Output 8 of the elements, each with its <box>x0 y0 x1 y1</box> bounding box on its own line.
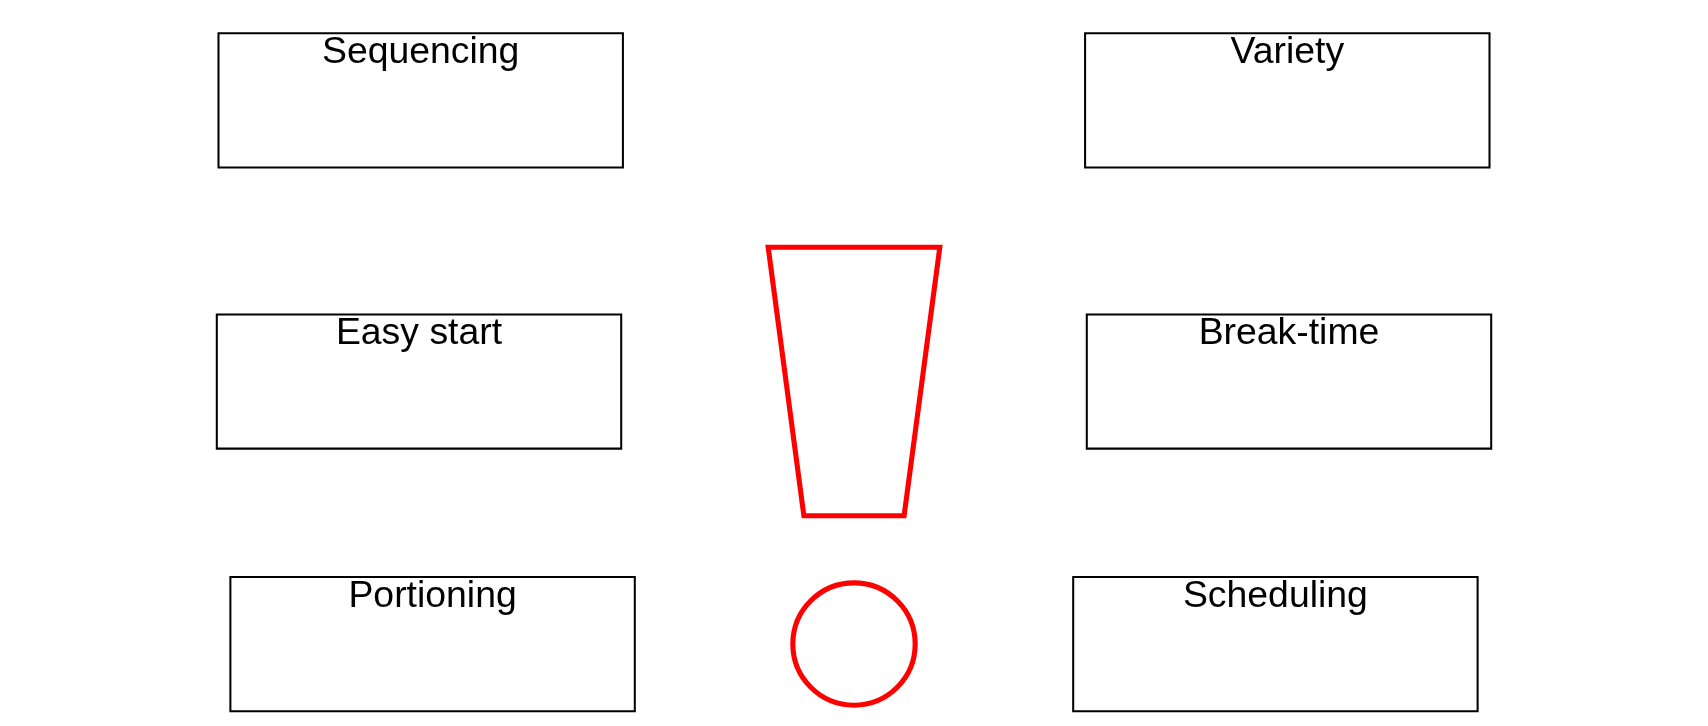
node-box: Easy start <box>215 313 623 450</box>
node-box: Break-time <box>1085 313 1493 450</box>
node-box: Variety <box>1084 32 1491 169</box>
node-box: Scheduling <box>1072 575 1479 713</box>
node-box: Sequencing <box>217 32 624 169</box>
node-box: Portioning <box>229 575 636 713</box>
node-trapezoid <box>765 244 943 519</box>
node-circle <box>790 580 918 708</box>
